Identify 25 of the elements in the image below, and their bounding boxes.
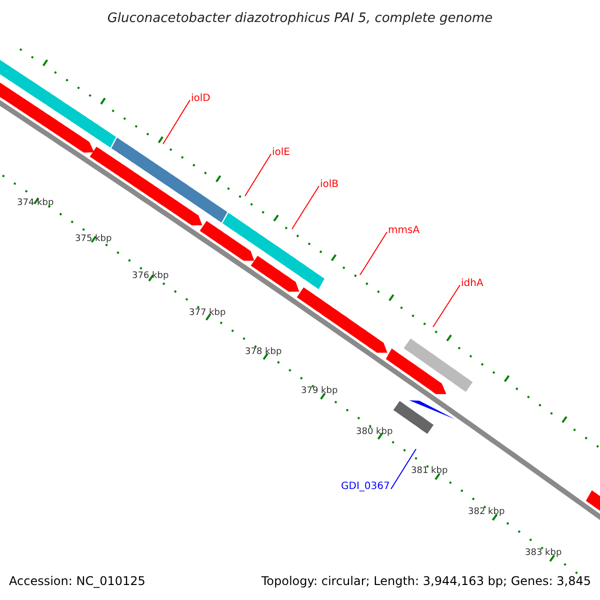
leader-line — [432, 284, 460, 328]
scale-label: 380 kbp — [356, 428, 393, 437]
gene-label: GDI_0367 — [341, 482, 390, 492]
scale-label: 375 kbp — [75, 235, 112, 244]
scale-label: 382 kbp — [468, 508, 505, 517]
gene-label: iolE — [272, 148, 290, 158]
scale-label: 381 kbp — [411, 467, 448, 476]
gene-label: iolD — [191, 94, 210, 104]
scale-label: 378 kbp — [245, 348, 282, 357]
diagram-title: Gluconacetobacter diazotrophicus PAI 5, complete genome — [106, 12, 494, 25]
scale-label: 374 kbp — [17, 199, 54, 208]
genome-summary-note: Topology: circular; Length: 3,944,163 bp; Genes: 3,845 — [261, 575, 591, 587]
scale-label: 379 kbp — [301, 387, 338, 396]
scale-label: 376 kbp — [132, 272, 169, 281]
gene-label: iolB — [320, 180, 339, 190]
gene-label: idhA — [461, 279, 484, 289]
accession-note: Accession: NC_010125 — [9, 575, 146, 587]
leader-line — [244, 154, 272, 196]
leader-line — [390, 448, 416, 490]
gene-label: mmsA — [388, 226, 420, 236]
scale-label: 377 kbp — [189, 309, 226, 318]
leader-line — [162, 100, 190, 144]
leader-line — [360, 232, 388, 276]
scale-label: 383 kbp — [525, 549, 562, 558]
leader-line — [292, 186, 320, 230]
